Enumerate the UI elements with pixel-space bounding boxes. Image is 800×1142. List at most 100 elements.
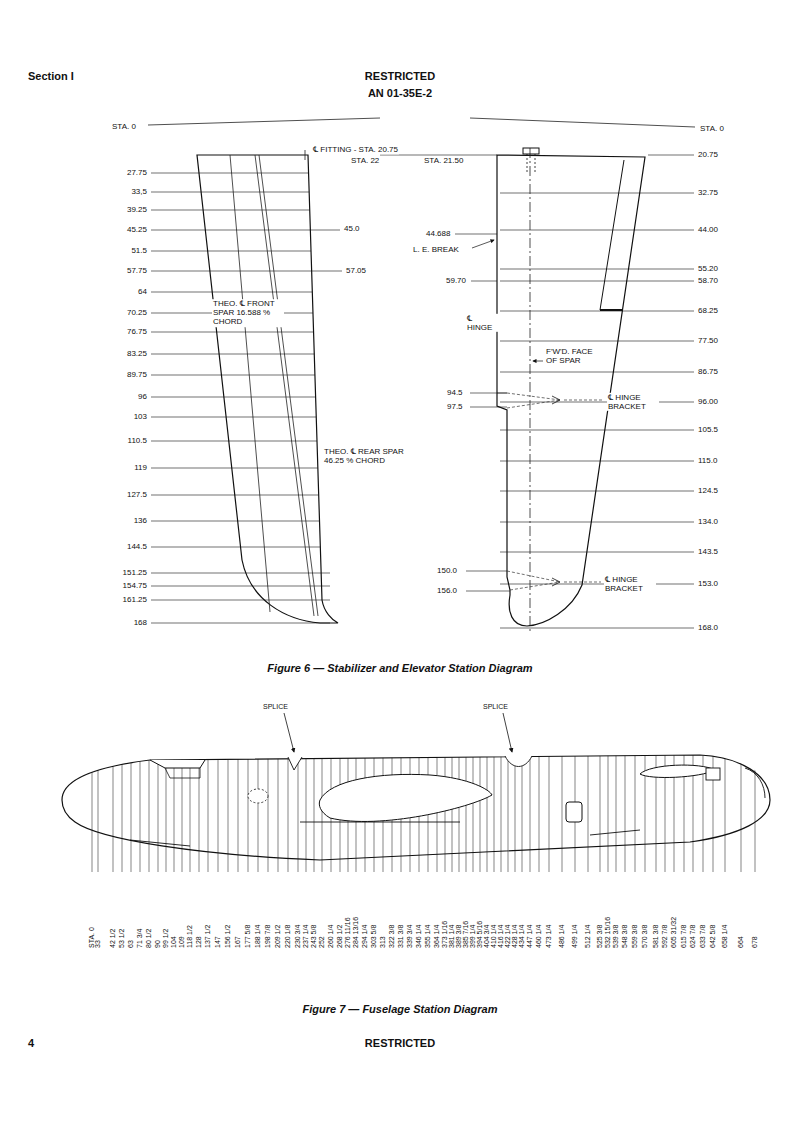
station-label: 416 1/4 [497, 925, 505, 948]
station-label: 96 [137, 392, 148, 401]
station-label: 486 1/4 [558, 925, 566, 948]
station-line [151, 397, 316, 398]
station-label: L. E. BREAK [412, 245, 460, 254]
station-label: STA. 21.50 [423, 156, 464, 165]
station-line [306, 745, 307, 872]
fitting [535, 154, 536, 172]
station-label: 53 1/2 [118, 929, 126, 948]
fuselage-outline [62, 755, 770, 860]
station-line [208, 745, 209, 872]
station-line [151, 292, 312, 293]
station-label: 410 1/4 [490, 925, 498, 948]
station-label: 33 [94, 940, 102, 948]
station-line [151, 547, 320, 548]
station-label: 260 1/4 [327, 925, 335, 948]
nose-glazing [165, 768, 200, 778]
station-label: 118 1/2 [186, 925, 194, 948]
station-label: STA. 0 [112, 122, 136, 131]
tail-turret [706, 768, 720, 780]
station-label: STA. 22 [350, 156, 380, 165]
station-label: 559 3/8 [631, 925, 639, 948]
station-label: ℄ HINGE BRACKET [604, 575, 656, 593]
station-label: 346 1/4 [415, 925, 423, 948]
station-label: 20.75 [697, 150, 719, 159]
station-label: 592 7/8 [661, 925, 669, 948]
station-line [713, 745, 714, 872]
station-label: 77.50 [697, 336, 719, 345]
station-label: 404 3/4 [483, 925, 491, 948]
station-line [151, 210, 310, 211]
station-label: 624 7/8 [689, 925, 697, 948]
station-label: 136 [133, 516, 148, 525]
page-text: Figure 6 — Stabilizer and Elevator Stati… [267, 662, 532, 675]
station-line [140, 745, 141, 872]
page-text: RESTRICTED [365, 1037, 435, 1050]
station-label: 33,5 [130, 187, 148, 196]
station-label: 581 3/8 [652, 925, 660, 948]
station-label: 104 [170, 936, 178, 948]
station-label: 167 [234, 936, 242, 948]
station-line [500, 584, 694, 585]
station-line [508, 745, 509, 872]
station-label: 150.0 [436, 566, 458, 575]
station-label: 89.75 [126, 370, 148, 379]
reference-line [148, 118, 380, 125]
station-label: 57.75 [126, 266, 148, 275]
leader-line [564, 582, 601, 583]
stabilizer-outline [197, 155, 338, 623]
station-label: 548 3/8 [621, 925, 629, 948]
station-label: ℄ FITTING - STA. 20.75 [312, 145, 399, 154]
station-label: 151.25 [122, 568, 148, 577]
station-label: 143.5 [697, 547, 719, 556]
station-line [471, 281, 497, 282]
station-label: 276 11/16 [344, 917, 352, 948]
station-label: THEO. ℄ FRONT SPAR 16.588 % CHORD [212, 299, 284, 327]
station-label: 27.75 [126, 168, 148, 177]
station-label: 177 5/8 [244, 925, 252, 948]
station-line [500, 230, 694, 231]
station-line [588, 745, 589, 872]
station-line [149, 745, 150, 872]
station-line [466, 571, 507, 572]
station-label: 394 5/16 [476, 921, 484, 948]
station-line [674, 745, 675, 872]
station-label: 96.00 [697, 397, 719, 406]
station-line [600, 745, 601, 872]
station-label: 64 [137, 287, 148, 296]
station-label: 268 1/2 [336, 925, 344, 948]
station-label: 294 1/4 [361, 925, 369, 948]
station-label: 252 [318, 936, 326, 948]
fitting [527, 154, 528, 172]
station-label: 339 3/4 [406, 925, 414, 948]
station-line [487, 745, 488, 872]
station-label: 313 [379, 936, 387, 948]
station-label: 373 1/16 [441, 921, 449, 948]
station-label: 51.5 [130, 246, 148, 255]
station-line [151, 468, 318, 469]
station-label: 385 7/16 [462, 921, 470, 948]
station-line [500, 193, 694, 194]
station-line [648, 155, 694, 156]
leader-line [284, 713, 294, 752]
station-line [151, 192, 309, 193]
station-label: 42 1/2 [109, 929, 117, 948]
page-text: RESTRICTED [365, 70, 435, 83]
station-label: 230 3/4 [294, 925, 302, 948]
station-label: 76.75 [126, 327, 148, 336]
page-text: 4 [28, 1037, 34, 1050]
station-label: ℄ HINGE BRACKET [607, 393, 659, 411]
station-line [608, 745, 609, 872]
trim-tab [600, 160, 624, 310]
station-line [131, 745, 132, 872]
station-label: 68.25 [697, 306, 719, 315]
station-line [151, 271, 342, 272]
station-label: THEO. ℄ REAR SPAR 46.25 % CHORD [323, 447, 417, 465]
station-label: 44.688 [425, 229, 451, 238]
station-label: 381 1/4 [448, 925, 456, 948]
station-label: 90 [154, 940, 162, 948]
station-label: 115.0 [697, 456, 718, 465]
station-label: 99 1/2 [162, 929, 170, 948]
station-label: 447 1/4 [526, 925, 534, 948]
station-line [151, 230, 340, 231]
station-label: SPLICE [482, 703, 509, 711]
